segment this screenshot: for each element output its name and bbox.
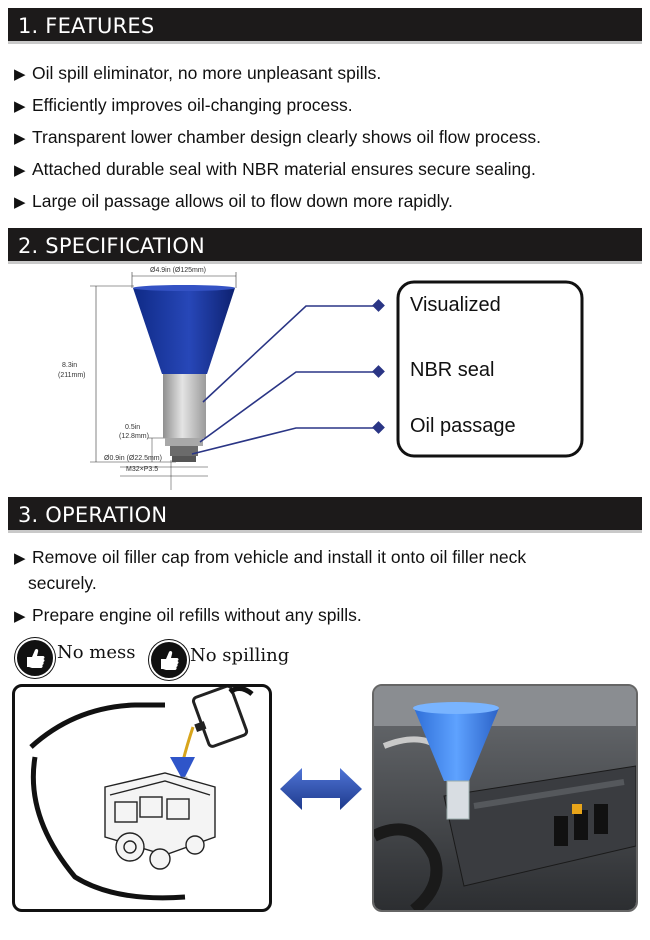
badge-no-mess: No mess [57,642,136,663]
dim-seal-mm: (12.8mm) [119,433,149,440]
feature-item: ▶Oil spill eliminator, no more unpleasan… [14,58,541,90]
callout-visualized: Visualized [410,294,501,316]
transparent-chamber [163,374,206,438]
nbr-seal [170,446,198,456]
engine-illustration [12,684,272,912]
operation-item: ▶Remove oil filler cap from vehicle and … [14,547,527,593]
engine-photo [372,684,638,912]
triangle-bullet-icon: ▶ [14,550,26,567]
thumbs-up-icon [15,638,55,678]
specification-heading: 2. SPECIFICATION [18,234,205,258]
triangle-bullet-icon: ▶ [14,66,26,83]
dim-thread: M32×P3.5 [126,466,159,473]
feature-item: ▶Efficiently improves oil-changing proce… [14,90,541,122]
dim-top-width: Ø4.9in (Ø125mm) [150,267,207,274]
triangle-bullet-icon: ▶ [14,98,26,115]
callout-nbr-seal: NBR seal [410,359,495,381]
operation-list: ▶Remove oil filler cap from vehicle and … [14,545,614,637]
operation-header: 3. OPERATION [8,497,642,533]
feature-item: ▶Large oil passage allows oil to flow do… [14,186,541,218]
dim-height-mm: (211mm) [58,372,86,379]
callout-line-visualized [202,305,380,403]
triangle-bullet-icon: ▶ [14,608,26,625]
specification-header: 2. SPECIFICATION [8,228,642,264]
feature-item: ▶Transparent lower chamber design clearl… [14,122,541,154]
dim-bottom-dia: Ø0.9in (Ø22.5mm) [104,455,162,462]
features-list: ▶Oil spill eliminator, no more unpleasan… [14,58,541,218]
callout-oil-passage: Oil passage [410,415,516,437]
feature-item: ▶Attached durable seal with NBR material… [14,154,541,186]
badge-no-spilling: No spilling [190,645,290,666]
callout-box [396,280,584,458]
diamond-marker-icon [372,421,385,434]
operation-heading: 3. OPERATION [18,503,168,527]
diamond-marker-icon [372,365,385,378]
triangle-bullet-icon: ▶ [14,194,26,211]
features-header: 1. FEATURES [8,8,642,44]
diamond-marker-icon [372,299,385,312]
dim-seal-in: 0.5in [125,424,141,431]
features-heading: 1. FEATURES [18,14,155,38]
dim-height-in: 8.3in [62,362,78,369]
operation-item: ▶Prepare engine oil refills without any … [14,603,614,629]
thumbs-up-icon [149,640,189,680]
callout-line-passage [191,427,380,455]
triangle-bullet-icon: ▶ [14,162,26,179]
double-arrow-icon [280,768,362,810]
funnel-cone [133,288,235,374]
triangle-bullet-icon: ▶ [14,130,26,147]
funnel-diagram [90,272,584,490]
callout-line-nbr [199,371,380,443]
